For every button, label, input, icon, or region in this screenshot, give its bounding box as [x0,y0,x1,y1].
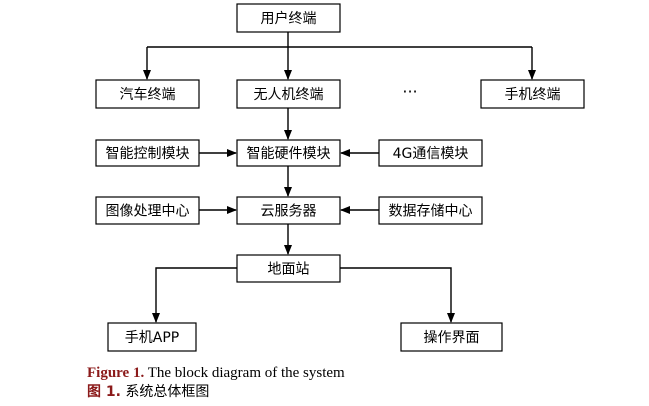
node-box [107,322,197,352]
node-label: 操作界面 [424,330,480,346]
node-box [95,79,200,109]
node-smart-hardware: 智能硬件模块 [236,139,341,167]
node-data-center: 数据存储中心 [378,196,483,225]
figure-label-zh: 图 1. [87,384,121,400]
node-label: 无人机终端 [254,87,324,103]
figure-caption-en: Figure 1. The block diagram of the syste… [87,364,345,382]
node-box [95,139,200,167]
figure-caption-zh: 图 1. 系统总体框图 [87,383,209,401]
node-box [480,79,585,109]
node-ground-station: 地面站 [236,254,341,283]
arrow-ground-to-app [152,267,237,323]
node-smart-control: 智能控制模块 [95,139,200,167]
node-car-terminal: 汽车终端 [95,79,200,109]
node-phone-terminal: 手机终端 [480,79,585,109]
node-box [95,196,200,225]
node-label: 手机APP [125,330,179,346]
node-label: 图像处理中心 [106,204,190,220]
figure-label-en: Figure 1. [87,365,145,381]
node-label: 地面站 [268,262,310,278]
node-box [236,254,341,283]
node-cloud-server: 云服务器 [236,196,341,225]
node-label: 云服务器 [261,204,317,220]
more-terminals-ellipsis: ··· [402,82,417,101]
node-box [236,139,341,167]
connector-layer [143,32,536,323]
node-user-terminal: 用户终端 [236,3,341,33]
node-box [378,196,483,225]
node-label: 用户终端 [261,10,317,27]
node-box [400,322,503,352]
node-box [236,79,341,109]
node-box [378,139,483,167]
arrow-ground-to-ui [340,267,455,323]
node-ui: 操作界面 [400,322,503,352]
node-box [236,3,341,33]
node-box [236,196,341,225]
figure-title-zh: 系统总体框图 [120,384,210,400]
node-phone-app: 手机APP [107,322,197,352]
node-label: 4G通信模块 [393,146,469,162]
node-label: 智能硬件模块 [247,146,331,162]
figure-title-en: The block diagram of the system [144,365,345,381]
node-label: 手机终端 [505,87,561,103]
node-drone-terminal: 无人机终端 [236,79,341,109]
node-label: 汽车终端 [120,86,176,103]
node-label: 智能控制模块 [106,146,190,162]
node-comm-4g: 4G通信模块 [378,139,483,167]
node-label: 数据存储中心 [389,204,473,220]
node-image-center: 图像处理中心 [95,196,200,225]
